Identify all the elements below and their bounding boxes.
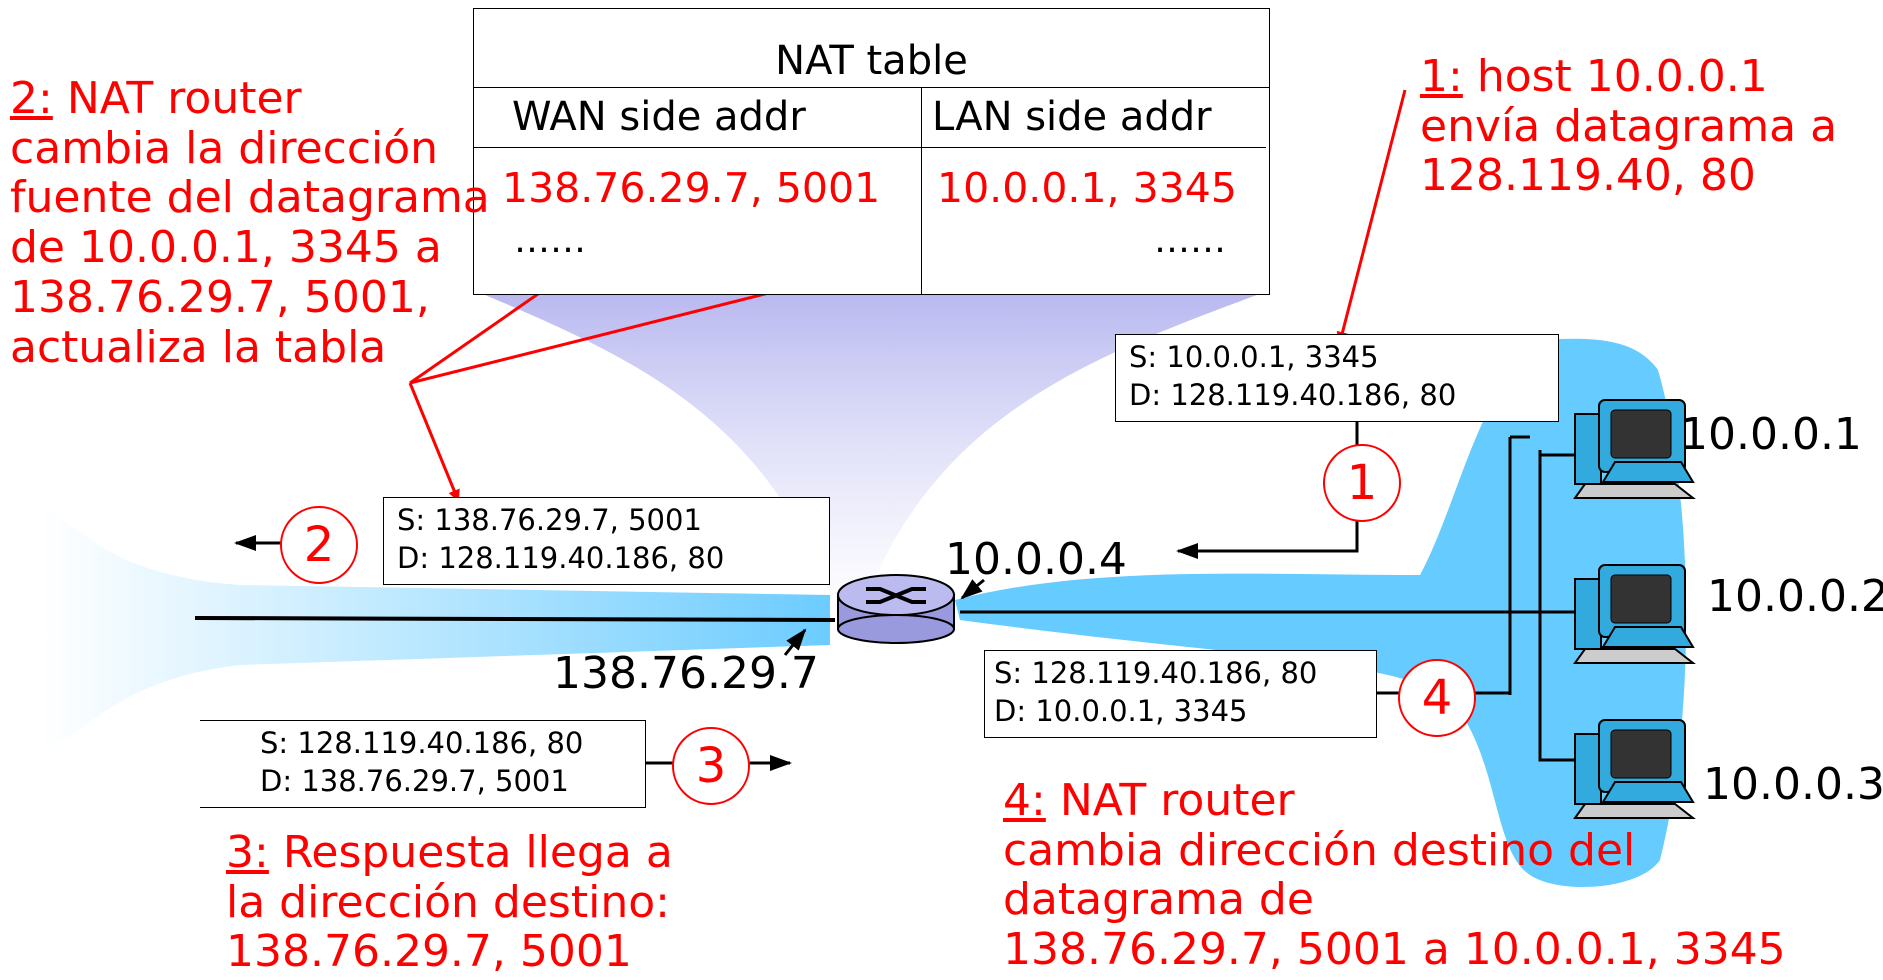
step2-arrow-packet bbox=[408, 382, 460, 502]
host2-address: 10.0.0.2 bbox=[1707, 571, 1883, 622]
nat-table-col-divider bbox=[921, 87, 922, 294]
step2-line: cambia la dirección bbox=[10, 122, 439, 174]
nat-table-col-lan: LAN side addr bbox=[932, 94, 1212, 140]
step3-line: 138.76.29.7, 5001 bbox=[226, 926, 632, 978]
computer-icon-host3 bbox=[1573, 719, 1696, 819]
packet1-box: S: 10.0.0.1, 3345 D: 128.119.40.186, 80 bbox=[1115, 334, 1559, 422]
router-lan-pointer bbox=[960, 578, 985, 600]
step2-line: 138.76.29.7, 5001, bbox=[10, 271, 430, 323]
packet1-source: S: 10.0.0.1, 3345 bbox=[1129, 340, 1379, 374]
step2-line: de 10.0.0.1, 3345 a bbox=[10, 222, 442, 274]
nat-table-row-wan: 138.76.29.7, 5001 bbox=[502, 164, 881, 212]
packet3-source: S: 128.119.40.186, 80 bbox=[260, 726, 584, 760]
step1-circle: 1 bbox=[1323, 444, 1401, 522]
packet4-source: S: 128.119.40.186, 80 bbox=[994, 656, 1318, 690]
nat-table-ellipsis-lan: …… bbox=[1154, 220, 1226, 261]
router-icon bbox=[837, 574, 955, 644]
router-lan-address: 10.0.0.4 bbox=[945, 534, 1127, 585]
packet1-dest: D: 128.119.40.186, 80 bbox=[1129, 378, 1457, 412]
host3-address: 10.0.0.3 bbox=[1703, 759, 1883, 810]
nat-table-funnel bbox=[478, 292, 1265, 615]
step1-number: 1: bbox=[1420, 51, 1463, 102]
step4-line: 138.76.29.7, 5001 a 10.0.0.1, 3345 bbox=[1003, 924, 1786, 976]
nat-table-ellipsis-wan: …… bbox=[514, 220, 586, 261]
step3-line: la dirección destino: bbox=[226, 876, 670, 928]
computer-icon-host1 bbox=[1573, 399, 1696, 499]
step4-line: cambia dirección destino del bbox=[1003, 824, 1636, 876]
lan-to-host3 bbox=[1538, 450, 1580, 762]
step2-number: 2: bbox=[10, 73, 53, 124]
nat-table-row-rule bbox=[474, 147, 1266, 148]
packet4-dest: D: 10.0.0.1, 3345 bbox=[994, 694, 1248, 728]
router-wan-address: 138.76.29.7 bbox=[553, 648, 819, 699]
step2-line: fuente del datagrama bbox=[10, 172, 490, 224]
packet2-dest: D: 128.119.40.186, 80 bbox=[397, 541, 725, 575]
step4-circle: 4 bbox=[1398, 659, 1476, 737]
nat-table-header-rule bbox=[474, 87, 1269, 88]
packet4-box: S: 128.119.40.186, 80 D: 10.0.0.1, 3345 bbox=[984, 650, 1377, 738]
step1-arrow bbox=[1336, 89, 1407, 344]
nat-table-col-wan: WAN side addr bbox=[512, 94, 806, 140]
step3-number: 3: bbox=[226, 827, 269, 878]
step1-annotation: 1: host 10.0.0.1 envía datagrama a 128.1… bbox=[1420, 52, 1837, 201]
packet2-source: S: 138.76.29.7, 5001 bbox=[397, 503, 702, 537]
step1-line: host 10.0.0.1 bbox=[1462, 51, 1768, 102]
step4-line: NAT router bbox=[1045, 775, 1295, 826]
nat-table-row-lan: 10.0.0.1, 3345 bbox=[937, 164, 1237, 212]
nat-table-title: NAT table bbox=[775, 38, 968, 84]
router-wan-pointer bbox=[783, 628, 807, 656]
step4-annotation: 4: NAT router cambia dirección destino d… bbox=[1003, 776, 1786, 975]
step4-number: 4: bbox=[1003, 775, 1046, 826]
step4-line: datagrama de bbox=[1003, 874, 1314, 926]
host1-address: 10.0.0.1 bbox=[1680, 409, 1862, 460]
packet3-dest: D: 138.76.29.7, 5001 bbox=[260, 764, 569, 798]
step2-line: actualiza la tabla bbox=[10, 321, 387, 373]
nat-table: NAT table WAN side addr LAN side addr 13… bbox=[473, 8, 1270, 295]
step3-circle: 3 bbox=[672, 727, 750, 805]
packet2-box: S: 138.76.29.7, 5001 D: 128.119.40.186, … bbox=[383, 497, 830, 585]
computer-icon-host2 bbox=[1573, 564, 1696, 664]
step2-line: NAT router bbox=[52, 73, 302, 124]
step2-circle: 2 bbox=[280, 506, 358, 584]
step1-line: 128.119.40, 80 bbox=[1420, 150, 1756, 202]
step3-line: Respuesta llega a bbox=[268, 827, 673, 878]
wan-network-area bbox=[40, 508, 830, 750]
step1-line: envía datagrama a bbox=[1420, 100, 1838, 152]
step2-annotation: 2: NAT router cambia la dirección fuente… bbox=[10, 74, 490, 372]
wan-link bbox=[194, 616, 836, 622]
packet3-box: S: 128.119.40.186, 80 D: 138.76.29.7, 50… bbox=[200, 720, 646, 808]
step3-annotation: 3: Respuesta llega a la dirección destin… bbox=[226, 828, 673, 977]
